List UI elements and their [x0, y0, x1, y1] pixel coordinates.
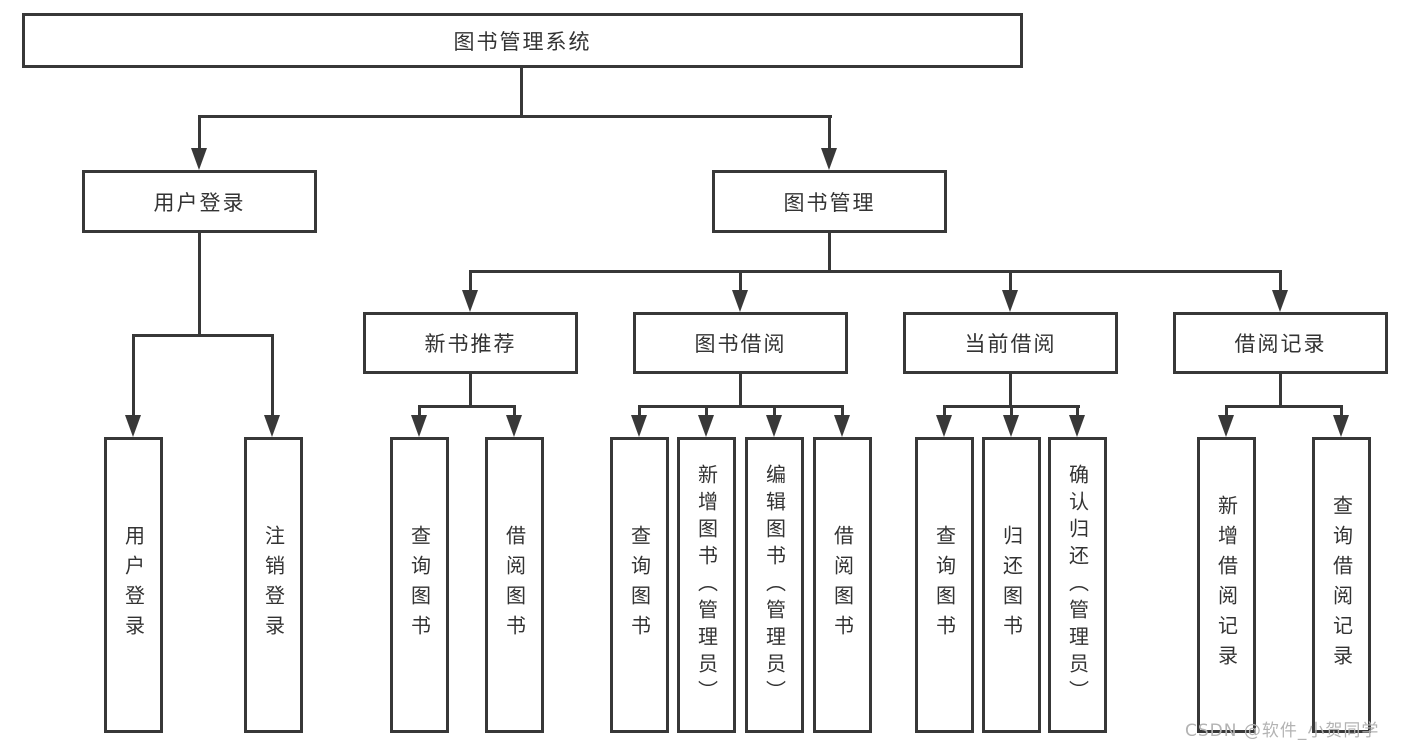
leaf-label: 注销登录 — [261, 525, 286, 645]
arrow-down-icon — [125, 415, 141, 437]
connector-leaf-drop — [132, 334, 135, 419]
connector-group-bar — [418, 405, 516, 408]
node-leaf-cb-return-books: 归还图书 — [982, 437, 1041, 733]
node-leaf-bb-query-books: 查询图书 — [610, 437, 669, 733]
connector-book-mgmt-drop — [828, 115, 831, 153]
node-book-borrowing: 图书借阅 — [633, 312, 848, 374]
arrow-down-icon — [766, 415, 782, 437]
connector-leaf-drop — [418, 405, 421, 419]
node-leaf-nb-borrow-books: 借阅图书 — [485, 437, 544, 733]
connector-group-bar — [638, 405, 844, 408]
arrow-down-icon — [1333, 415, 1349, 437]
connector-user-login-drop — [198, 115, 201, 153]
leaf-label: 确认归还（管理员） — [1065, 463, 1090, 707]
arrow-down-icon — [821, 148, 837, 170]
node-leaf-logout: 注销登录 — [244, 437, 303, 733]
connector-leaf-drop — [513, 405, 516, 419]
node-leaf-bb-borrow-books: 借阅图书 — [813, 437, 872, 733]
leaf-label: 查询借阅记录 — [1329, 495, 1354, 675]
connector-level3-drop — [1279, 270, 1282, 294]
connector-leaf-drop — [773, 405, 776, 419]
arrow-down-icon — [1003, 415, 1019, 437]
csdn-watermark: CSDN @软件_小贺同学 — [1185, 721, 1380, 741]
node-leaf-bb-add-books: 新增图书（管理员） — [677, 437, 736, 733]
connector-group-stem — [739, 374, 742, 408]
leaf-label: 新增借阅记录 — [1214, 495, 1239, 675]
arrow-down-icon — [1002, 290, 1018, 312]
leaf-label: 用户登录 — [121, 525, 146, 645]
connector-group-bar — [1225, 405, 1342, 408]
node-current-borrowing: 当前借阅 — [903, 312, 1118, 374]
arrow-down-icon — [631, 415, 647, 437]
node-leaf-br-add-record: 新增借阅记录 — [1197, 437, 1256, 733]
node-leaf-br-query-record: 查询借阅记录 — [1312, 437, 1371, 733]
arrow-down-icon — [936, 415, 952, 437]
connector-leaf-drop — [1076, 405, 1079, 419]
leaf-label: 查询图书 — [407, 525, 432, 645]
leaf-label: 编辑图书（管理员） — [762, 463, 787, 707]
connector-leaf-drop — [1225, 405, 1228, 419]
connector-level3-drop — [739, 270, 742, 294]
connector-group-stem — [1279, 374, 1282, 408]
node-borrowing-records: 借阅记录 — [1173, 312, 1388, 374]
arrow-down-icon — [698, 415, 714, 437]
connector-leaf-drop — [705, 405, 708, 419]
node-leaf-cb-confirm-return: 确认归还（管理员） — [1048, 437, 1107, 733]
node-leaf-bb-edit-books: 编辑图书（管理员） — [745, 437, 804, 733]
connector-leaf-drop — [271, 334, 274, 419]
arrow-down-icon — [1218, 415, 1234, 437]
connector-level3-drop — [469, 270, 472, 294]
arrow-down-icon — [1272, 290, 1288, 312]
leaf-label: 新增图书（管理员） — [694, 463, 719, 707]
node-user-login: 用户登录 — [82, 170, 317, 233]
connector-group-stem — [469, 374, 472, 408]
connector-leaf-drop — [841, 405, 844, 419]
leaf-label: 借阅图书 — [502, 525, 527, 645]
arrow-down-icon — [1069, 415, 1085, 437]
leaf-label: 查询图书 — [627, 525, 652, 645]
connector-leaf-drop — [1010, 405, 1013, 419]
arrow-down-icon — [732, 290, 748, 312]
node-book-management: 图书管理 — [712, 170, 947, 233]
node-library-management-system: 图书管理系统 — [22, 13, 1023, 68]
arrow-down-icon — [191, 148, 207, 170]
arrow-down-icon — [264, 415, 280, 437]
leaf-label: 归还图书 — [999, 525, 1024, 645]
node-new-book-recommend: 新书推荐 — [363, 312, 578, 374]
connector-level2-bar — [198, 115, 832, 118]
connector-user-login-bar — [132, 334, 274, 337]
connector-group-stem — [1009, 374, 1012, 408]
node-leaf-user-login: 用户登录 — [104, 437, 163, 733]
arrow-down-icon — [462, 290, 478, 312]
connector-leaf-drop — [1340, 405, 1343, 419]
leaf-label: 借阅图书 — [830, 525, 855, 645]
arrow-down-icon — [834, 415, 850, 437]
connector-root-stem — [520, 68, 523, 117]
connector-level3-bar — [469, 270, 1282, 273]
connector-level3-drop — [1009, 270, 1012, 294]
leaf-label: 查询图书 — [932, 525, 957, 645]
connector-leaf-drop — [638, 405, 641, 419]
connector-user-login-stem — [198, 233, 201, 337]
connector-leaf-drop — [943, 405, 946, 419]
connector-book-mgmt-stem — [828, 233, 831, 272]
node-leaf-nb-query-books: 查询图书 — [390, 437, 449, 733]
arrow-down-icon — [411, 415, 427, 437]
arrow-down-icon — [506, 415, 522, 437]
node-leaf-cb-query-books: 查询图书 — [915, 437, 974, 733]
